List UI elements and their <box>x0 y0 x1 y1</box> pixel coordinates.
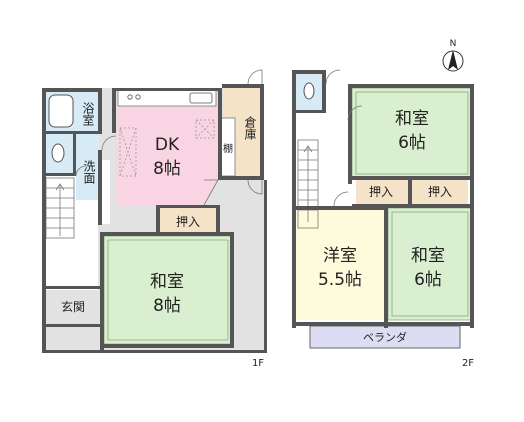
dk-name-label: DK <box>155 135 180 155</box>
washitsu-8-room <box>103 235 233 345</box>
dk-room <box>116 90 218 205</box>
washitsu-right-name: 和室 <box>411 246 445 266</box>
stove-burner-icon <box>127 94 133 100</box>
tatami-border <box>391 211 469 317</box>
toilet-icon <box>303 82 315 100</box>
dk-vent-dashed <box>195 119 215 139</box>
floor-2 <box>292 69 474 349</box>
storage-label: 倉庫 <box>243 115 257 141</box>
washitsu-right-room <box>387 207 473 321</box>
stove-burner-icon <box>135 94 141 100</box>
closet-2f-right <box>412 180 468 204</box>
dk-storage-cross <box>119 127 137 177</box>
stairs-2f <box>297 139 319 229</box>
bath-label: 浴室 <box>81 102 95 126</box>
toilet-icon <box>51 143 65 163</box>
dk-storage-dashed <box>119 127 137 177</box>
washitsu-top-size: 6帖 <box>398 133 426 153</box>
washitsu-top-name: 和室 <box>395 109 429 129</box>
floor2-label: 2F <box>462 358 474 369</box>
washroom-label: 洗面 <box>82 160 96 184</box>
closet-2f-right-label: 押入 <box>428 185 452 199</box>
entrance-label: 玄関 <box>61 299 85 314</box>
shelf-label: 棚 <box>223 142 233 155</box>
washitsu-8-size: 8帖 <box>153 296 181 316</box>
yoshitsu-name: 洋室 <box>323 246 357 266</box>
doors-1f <box>75 69 263 206</box>
dk-vent-cross <box>195 119 215 139</box>
floor1-label: 1F <box>252 358 264 369</box>
closet-1f <box>160 208 216 234</box>
closet-1f-label: 押入 <box>176 215 200 229</box>
closet-2f-left <box>356 180 408 204</box>
compass-label: N <box>450 39 457 49</box>
walls-1f <box>42 84 267 353</box>
bathtub-icon <box>48 94 74 128</box>
washitsu-top-room <box>351 87 473 179</box>
tatami-border <box>355 91 469 175</box>
yoshitsu-size: 5.5帖 <box>318 270 362 290</box>
washroom <box>76 134 100 200</box>
floor-1 <box>42 69 267 353</box>
doors-2f <box>325 69 363 207</box>
sink-icon <box>189 92 213 104</box>
walls-2f <box>292 70 474 328</box>
entrance <box>45 290 100 324</box>
north-compass-icon <box>442 50 464 72</box>
closet-2f-left-label: 押入 <box>369 185 393 199</box>
veranda-label: ベランダ <box>363 330 407 344</box>
washitsu-right-size: 6帖 <box>414 270 442 290</box>
washitsu-8-name: 和室 <box>150 272 184 292</box>
dk-size-label: 8帖 <box>153 159 181 179</box>
